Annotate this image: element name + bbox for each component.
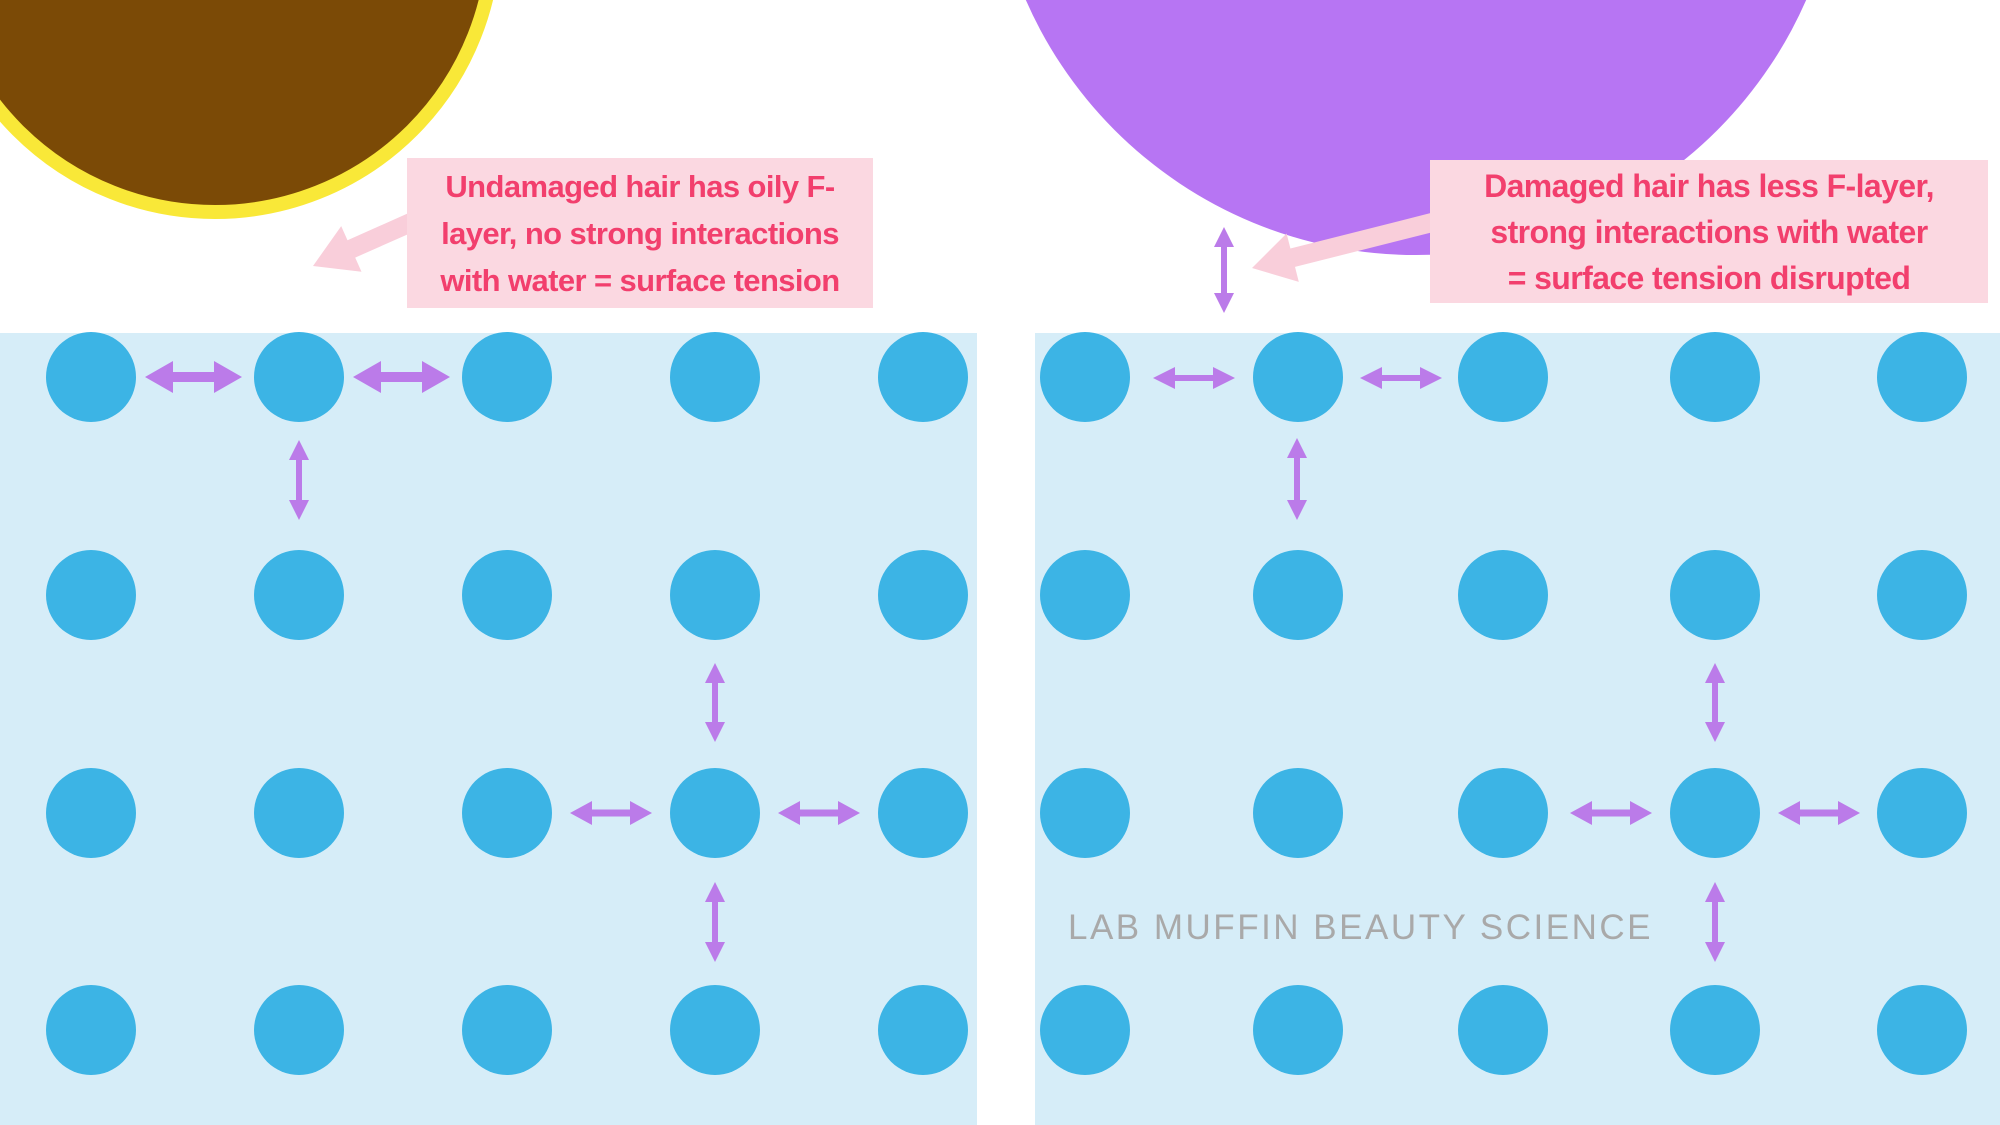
interaction-arrow (1287, 438, 1307, 520)
interaction-arrow (705, 882, 725, 962)
water-molecule (462, 550, 552, 640)
water-molecule (254, 550, 344, 640)
water-molecule (878, 550, 968, 640)
interaction-arrow (289, 440, 309, 520)
water-molecule (1670, 768, 1760, 858)
interaction-arrow (705, 663, 725, 742)
interaction-arrow (1705, 882, 1725, 962)
watermark-text: LAB MUFFIN BEAUTY SCIENCE (1068, 908, 1654, 947)
interaction-arrow (353, 361, 450, 393)
interaction-arrow (1360, 367, 1442, 389)
water-molecule (1670, 550, 1760, 640)
water-molecule (254, 768, 344, 858)
water-molecule (254, 332, 344, 422)
water-molecule (670, 550, 760, 640)
label-pointer-arrows (313, 212, 1437, 282)
interaction-arrow (778, 801, 860, 825)
water-molecule (1458, 332, 1548, 422)
water-molecule (1253, 985, 1343, 1075)
undamaged-hair-circle (0, 0, 493, 219)
water-molecule (46, 768, 136, 858)
interaction-arrows (145, 227, 1860, 962)
water-molecule (1458, 985, 1548, 1075)
water-molecule (1040, 332, 1130, 422)
label-pointer-arrow (1252, 212, 1437, 282)
undamaged-label: Undamaged hair has oily F- layer, no str… (407, 158, 873, 308)
water-molecule (1253, 768, 1343, 858)
damaged-label: Damaged hair has less F-layer, strong in… (1430, 160, 1988, 303)
water-panels (0, 333, 2000, 1125)
water-molecule (1458, 550, 1548, 640)
water-molecule (878, 985, 968, 1075)
interaction-arrow (1778, 801, 1860, 825)
undamaged-label-line: Undamaged hair has oily F- (445, 168, 835, 204)
water-molecule (1877, 768, 1967, 858)
interaction-arrow (570, 801, 652, 825)
water-molecule (46, 332, 136, 422)
water-molecule (1040, 550, 1130, 640)
label-pointer-arrow (313, 213, 416, 272)
water-molecule (878, 332, 968, 422)
water-molecule (462, 768, 552, 858)
water-molecule (670, 332, 760, 422)
water-molecule (1877, 550, 1967, 640)
damaged-label-line: Damaged hair has less F-layer, (1484, 167, 1934, 204)
water-molecule (670, 768, 760, 858)
water-molecule (46, 985, 136, 1075)
interaction-arrow (1705, 663, 1725, 742)
water-molecule (1877, 332, 1967, 422)
interaction-arrow (1214, 227, 1234, 313)
damaged-label-line: strong interactions with water (1490, 213, 1928, 250)
water-molecule (878, 768, 968, 858)
interaction-arrow (1153, 367, 1235, 389)
water-molecule (1040, 768, 1130, 858)
water-molecule (46, 550, 136, 640)
water-molecule (1253, 332, 1343, 422)
water-molecules (46, 332, 1967, 1075)
undamaged-label-line: with water = surface tension (440, 262, 840, 298)
water-molecule (670, 985, 760, 1075)
water-molecule (254, 985, 344, 1075)
undamaged-label-line: layer, no strong interactions (441, 215, 839, 251)
interaction-arrow (145, 361, 242, 393)
interaction-arrow (1570, 801, 1652, 825)
water-molecule (462, 332, 552, 422)
water-molecule (462, 985, 552, 1075)
water-molecule (1040, 985, 1130, 1075)
water-molecule (1670, 332, 1760, 422)
water-molecule (1253, 550, 1343, 640)
water-molecule (1458, 768, 1548, 858)
water-molecule (1877, 985, 1967, 1075)
water-molecule (1670, 985, 1760, 1075)
damaged-label-line: = surface tension disrupted (1507, 259, 1911, 296)
